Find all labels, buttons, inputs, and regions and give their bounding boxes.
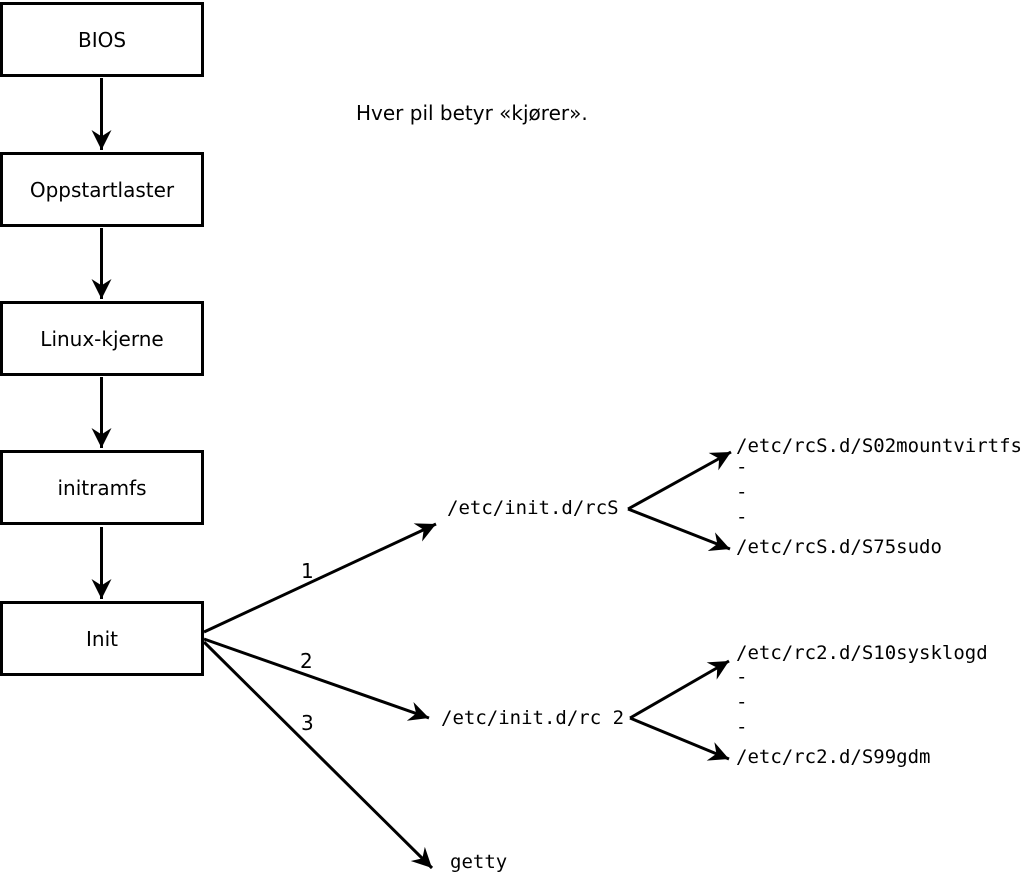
arrow-number-1: 1 bbox=[301, 559, 314, 583]
branch-item-ellipsis: - bbox=[736, 691, 748, 713]
arrow-init-to-getty bbox=[202, 640, 434, 870]
node-label: BIOS bbox=[77, 27, 127, 52]
arrow-rc2-to-s10sysklogd bbox=[629, 659, 730, 720]
script-path-rc2: /etc/init.d/rc 2 bbox=[441, 707, 625, 729]
node-init: Init bbox=[0, 601, 204, 676]
arrow-rcs-to-s75sudo bbox=[627, 507, 731, 552]
arrow-rcs-to-s02mountvirtfs bbox=[627, 450, 732, 511]
arrow-number-3: 3 bbox=[301, 711, 314, 735]
node-label: initramfs bbox=[57, 475, 147, 500]
branch-item-ellipsis: - bbox=[736, 716, 748, 738]
node-linux-kjerne: Linux-kjerne bbox=[0, 301, 204, 376]
node-label: Oppstartlaster bbox=[29, 177, 175, 202]
node-label: Init bbox=[86, 626, 118, 651]
arrow-init-to-rc2 bbox=[203, 637, 430, 721]
script-path-rcs: /etc/init.d/rcS bbox=[447, 497, 619, 519]
branch-item: /etc/rc2.d/S99gdm bbox=[736, 746, 931, 768]
branch-item: /etc/rcS.d/S75sudo bbox=[736, 536, 942, 558]
arrow-init-to-rcs bbox=[203, 522, 437, 634]
arrow-number-2: 2 bbox=[300, 649, 313, 673]
branch-item-ellipsis: - bbox=[736, 456, 748, 478]
branch-item-ellipsis: - bbox=[736, 666, 748, 688]
terminal-getty: getty bbox=[450, 851, 508, 873]
branch-item: /etc/rc2.d/S10sysklogd bbox=[736, 642, 988, 664]
node-bios: BIOS bbox=[0, 2, 204, 77]
node-label: Linux-kjerne bbox=[40, 326, 164, 351]
node-initramfs: initramfs bbox=[0, 450, 204, 525]
arrow-rc2-to-s99gdm bbox=[629, 716, 730, 761]
node-oppstartlaster: Oppstartlaster bbox=[0, 152, 204, 227]
branch-item: /etc/rcS.d/S02mountvirtfs bbox=[736, 435, 1022, 457]
branch-item-ellipsis: - bbox=[736, 481, 748, 503]
legend-note: Hver pil betyr «kjører». bbox=[356, 101, 588, 125]
branch-item-ellipsis: - bbox=[736, 506, 748, 528]
